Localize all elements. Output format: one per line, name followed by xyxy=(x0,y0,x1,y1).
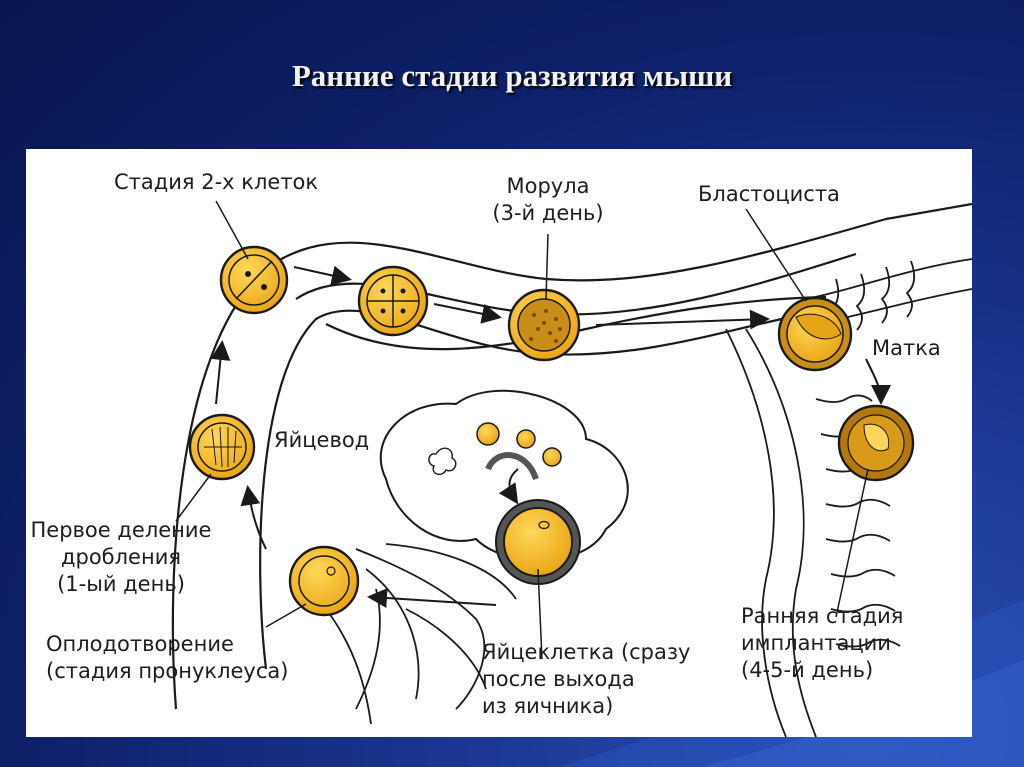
label-first-cleavage: Первое деление дробления (1-ый день) xyxy=(30,518,212,596)
blastocyst-embryo xyxy=(777,296,853,372)
implantation-embryo xyxy=(837,404,915,482)
two-cell-embryo xyxy=(219,245,289,315)
label-oviduct: Яйцевод xyxy=(274,428,370,452)
leader-lines xyxy=(175,200,869,660)
label-early-implantation: Ранняя стадия имплантации (4-5-й день) xyxy=(741,604,904,682)
zygote-pronucleus xyxy=(288,545,360,617)
mouse-development-diagram xyxy=(171,200,972,737)
label-uterus: Матка xyxy=(872,336,941,360)
diagram-panel: Стадия 2-х клеток Морула (3-й день) Блас… xyxy=(26,149,972,737)
first-cleavage-embryo xyxy=(188,413,256,481)
label-two-cell-stage: Стадия 2-х клеток xyxy=(114,170,319,194)
morula-embryo xyxy=(507,288,581,362)
label-blastocyst: Бластоциста xyxy=(698,182,840,206)
four-cell-embryo xyxy=(357,265,429,337)
fimbriae xyxy=(325,543,517,725)
label-egg: Яйцеклетка (сразу после выхода из яичник… xyxy=(482,640,691,718)
label-fertilization: Оплодотворение (стадия пронуклеуса) xyxy=(46,632,289,683)
page-title: Ранние стадии развития мыши xyxy=(291,58,733,93)
label-morula: Морула (3-й день) xyxy=(492,174,604,225)
progress-arrows xyxy=(210,265,891,609)
